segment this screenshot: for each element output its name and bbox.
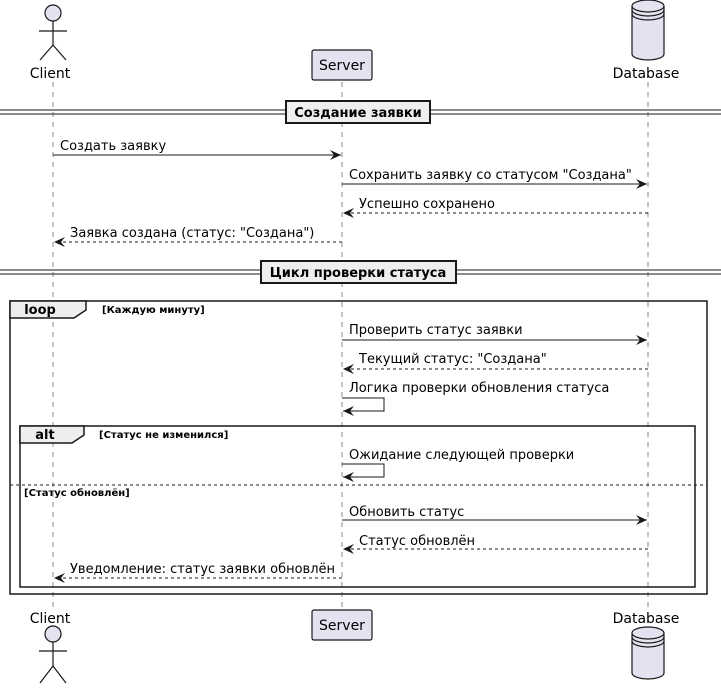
loop-tag: loop	[24, 303, 56, 318]
database-label-top: Database	[613, 66, 680, 82]
server-label-bottom: Server	[319, 618, 365, 634]
message-6: Текущий статус: "Создана"	[343, 352, 648, 374]
loop-condition: [Каждую минуту]	[102, 305, 205, 316]
client-label-top: Client	[30, 66, 71, 82]
server-label-top: Server	[319, 58, 365, 74]
divider-creation: Создание заявки	[0, 100, 721, 124]
message-4: Заявка создана (статус: "Создана")	[54, 226, 342, 247]
database-icon-top: Database	[613, 0, 680, 82]
client-label-bottom: Client	[30, 611, 71, 627]
message-7-self: Логика проверки обновления статуса	[342, 381, 609, 416]
message-8-label: Ожидание следующей проверки	[349, 448, 574, 463]
message-3: Успешно сохранено	[343, 197, 648, 218]
client-actor-top: Client	[30, 4, 71, 82]
message-7-label: Логика проверки обновления статуса	[349, 381, 609, 396]
message-10-label: Статус обновлён	[359, 534, 475, 549]
message-2: Сохранить заявку со статусом "Создана"	[342, 168, 647, 189]
divider-status-loop: Цикл проверки статуса	[0, 260, 721, 284]
divider-status-loop-label: Цикл проверки статуса	[270, 266, 447, 281]
message-9: Обновить статус	[342, 505, 647, 525]
alt-tag: alt	[35, 428, 54, 443]
message-5: Проверить статус заявки	[342, 323, 647, 345]
message-3-label: Успешно сохранено	[359, 197, 495, 212]
message-11: Уведомление: статус заявки обновлён	[54, 562, 342, 583]
message-10: Статус обновлён	[343, 534, 648, 554]
message-2-label: Сохранить заявку со статусом "Создана"	[349, 168, 632, 183]
database-icon-bottom: Database	[613, 611, 680, 680]
divider-creation-label: Создание заявки	[294, 106, 422, 121]
alt-condition: [Статус не изменился]	[99, 430, 228, 441]
message-11-label: Уведомление: статус заявки обновлён	[70, 562, 335, 577]
alt-frame: alt [Статус не изменился] [Статус обновл…	[10, 425, 707, 588]
message-5-label: Проверить статус заявки	[349, 323, 523, 338]
message-8-self: Ожидание следующей проверки	[342, 448, 574, 482]
message-9-label: Обновить статус	[349, 505, 464, 520]
database-label-bottom: Database	[613, 611, 680, 627]
loop-frame: loop [Каждую минуту]	[9, 300, 708, 595]
alt-else-condition: [Статус обновлён]	[24, 487, 130, 499]
server-box-bottom: Server	[311, 609, 373, 641]
client-actor-bottom: Client	[30, 611, 71, 684]
message-1-label: Создать заявку	[60, 139, 166, 154]
message-1: Создать заявку	[53, 139, 341, 160]
message-4-label: Заявка создана (статус: "Создана")	[70, 226, 314, 241]
message-6-label: Текущий статус: "Создана"	[358, 352, 547, 367]
server-box-top: Server	[311, 49, 373, 81]
